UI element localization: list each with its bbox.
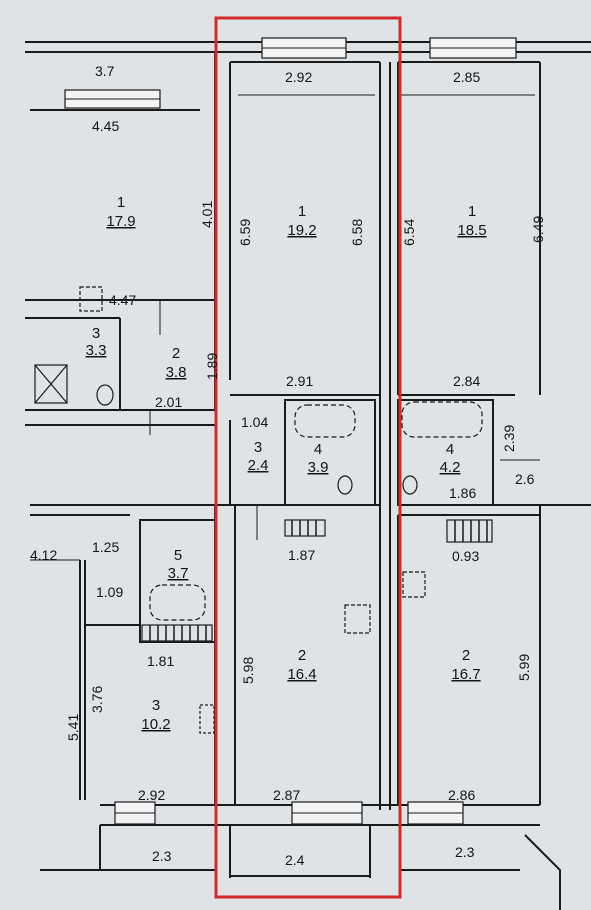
stove-right (402, 571, 426, 598)
room-label: 1 19.2 (287, 203, 316, 239)
room-number: 5 (174, 547, 182, 564)
room-area: 3.8 (166, 364, 187, 381)
dim-label: 4.47 (109, 292, 136, 308)
room-number: 3 (254, 439, 262, 456)
balcony-right-angle (524, 834, 561, 910)
room-label: 4 3.9 (308, 441, 329, 476)
room-number: 2 (172, 345, 180, 362)
cabinet-left (199, 704, 215, 734)
room-number: 4 (446, 441, 454, 458)
stove-center (344, 604, 371, 634)
bathtub-center (294, 404, 356, 438)
room-label: 5 3.7 (168, 547, 189, 582)
room-number: 1 (468, 203, 476, 220)
dim-label: 2.92 (138, 787, 165, 803)
room-area: 16.7 (451, 666, 480, 683)
room-area: 4.2 (440, 459, 461, 476)
dim-label: 3.7 (95, 63, 115, 79)
dim-label: 1.09 (96, 584, 123, 600)
dim-label: 2.87 (273, 787, 300, 803)
room-area: 17.9 (106, 213, 135, 230)
room-label: 2 16.4 (287, 647, 316, 683)
dim-label: 1.25 (92, 539, 119, 555)
room-label: 2 16.7 (451, 647, 480, 683)
dim-label: 4.45 (92, 118, 119, 134)
room-number: 1 (298, 203, 306, 220)
toilet-right (402, 475, 418, 495)
dim-label: 6.49 (530, 216, 546, 243)
dim-label: 1.86 (449, 485, 476, 501)
dimension-labels: 3.7 4.45 2.92 2.85 4.01 6.59 6.58 6.54 6… (30, 63, 546, 868)
room-label: 1 18.5 (457, 203, 486, 239)
dim-label: 4.12 (30, 547, 57, 563)
radiators (141, 519, 493, 642)
room-number: 2 (298, 647, 306, 664)
vent-left (141, 624, 213, 642)
dim-label: 2.92 (285, 69, 312, 85)
room-area: 18.5 (457, 222, 486, 239)
toilet-left (96, 384, 114, 406)
dim-label: 5.99 (516, 654, 532, 681)
dim-label: 6.59 (237, 219, 253, 246)
room-number: 1 (117, 194, 125, 211)
dim-label: 3.76 (89, 686, 105, 713)
fixtures (34, 286, 483, 734)
washer (79, 286, 103, 312)
dim-label: 2.91 (286, 373, 313, 389)
dim-label: 5.41 (65, 714, 81, 741)
dim-label: 1.89 (204, 353, 220, 380)
shower-tray (34, 364, 68, 404)
room-area: 3.7 (168, 565, 189, 582)
room-label: 3 2.4 (248, 439, 269, 474)
room-label: 3 10.2 (141, 697, 170, 733)
room-label: 2 3.8 (166, 345, 187, 381)
room-label: 4 4.2 (440, 441, 461, 476)
dim-label: 2.84 (453, 373, 480, 389)
dim-label: 2.3 (455, 844, 475, 860)
dim-label: 2.4 (285, 852, 305, 868)
dim-label: 4.01 (199, 201, 215, 228)
dim-label: 1.04 (241, 414, 268, 430)
room-number: 3 (152, 697, 160, 714)
room-area: 2.4 (248, 457, 269, 474)
bathtub-right (401, 401, 483, 438)
room-area: 3.9 (308, 459, 329, 476)
room-number: 2 (462, 647, 470, 664)
room-area: 19.2 (287, 222, 316, 239)
dim-label: 2.39 (501, 425, 517, 452)
dim-label: 2.3 (152, 848, 172, 864)
room-labels: 1 17.9 1 19.2 1 18.5 3 3.3 2 3.8 3 2.4 4… (86, 194, 487, 733)
dim-label: 0.93 (452, 548, 479, 564)
dim-label: 6.58 (349, 219, 365, 246)
room-number: 3 (92, 325, 100, 342)
dim-label: 1.87 (288, 547, 315, 563)
dim-label: 2.6 (515, 471, 535, 487)
vent-center (284, 519, 326, 537)
dim-label: 2.86 (448, 787, 475, 803)
room-area: 3.3 (86, 342, 107, 359)
dim-label: 2.85 (453, 69, 480, 85)
room-area: 16.4 (287, 666, 316, 683)
room-area: 10.2 (141, 716, 170, 733)
room-number: 4 (314, 441, 322, 458)
selected-apartment-highlight (214, 16, 402, 899)
vent-right (446, 519, 493, 543)
room-label: 3 3.3 (86, 325, 107, 359)
dimension-lines (30, 94, 540, 561)
vent-bars (149, 520, 488, 641)
dim-label: 2.01 (155, 394, 182, 410)
toilet-center (337, 475, 353, 495)
dim-label: 1.81 (147, 653, 174, 669)
room-label: 1 17.9 (106, 194, 135, 230)
dim-label: 5.98 (240, 657, 256, 684)
dim-label: 6.54 (401, 219, 417, 246)
window-sashes (65, 47, 516, 814)
